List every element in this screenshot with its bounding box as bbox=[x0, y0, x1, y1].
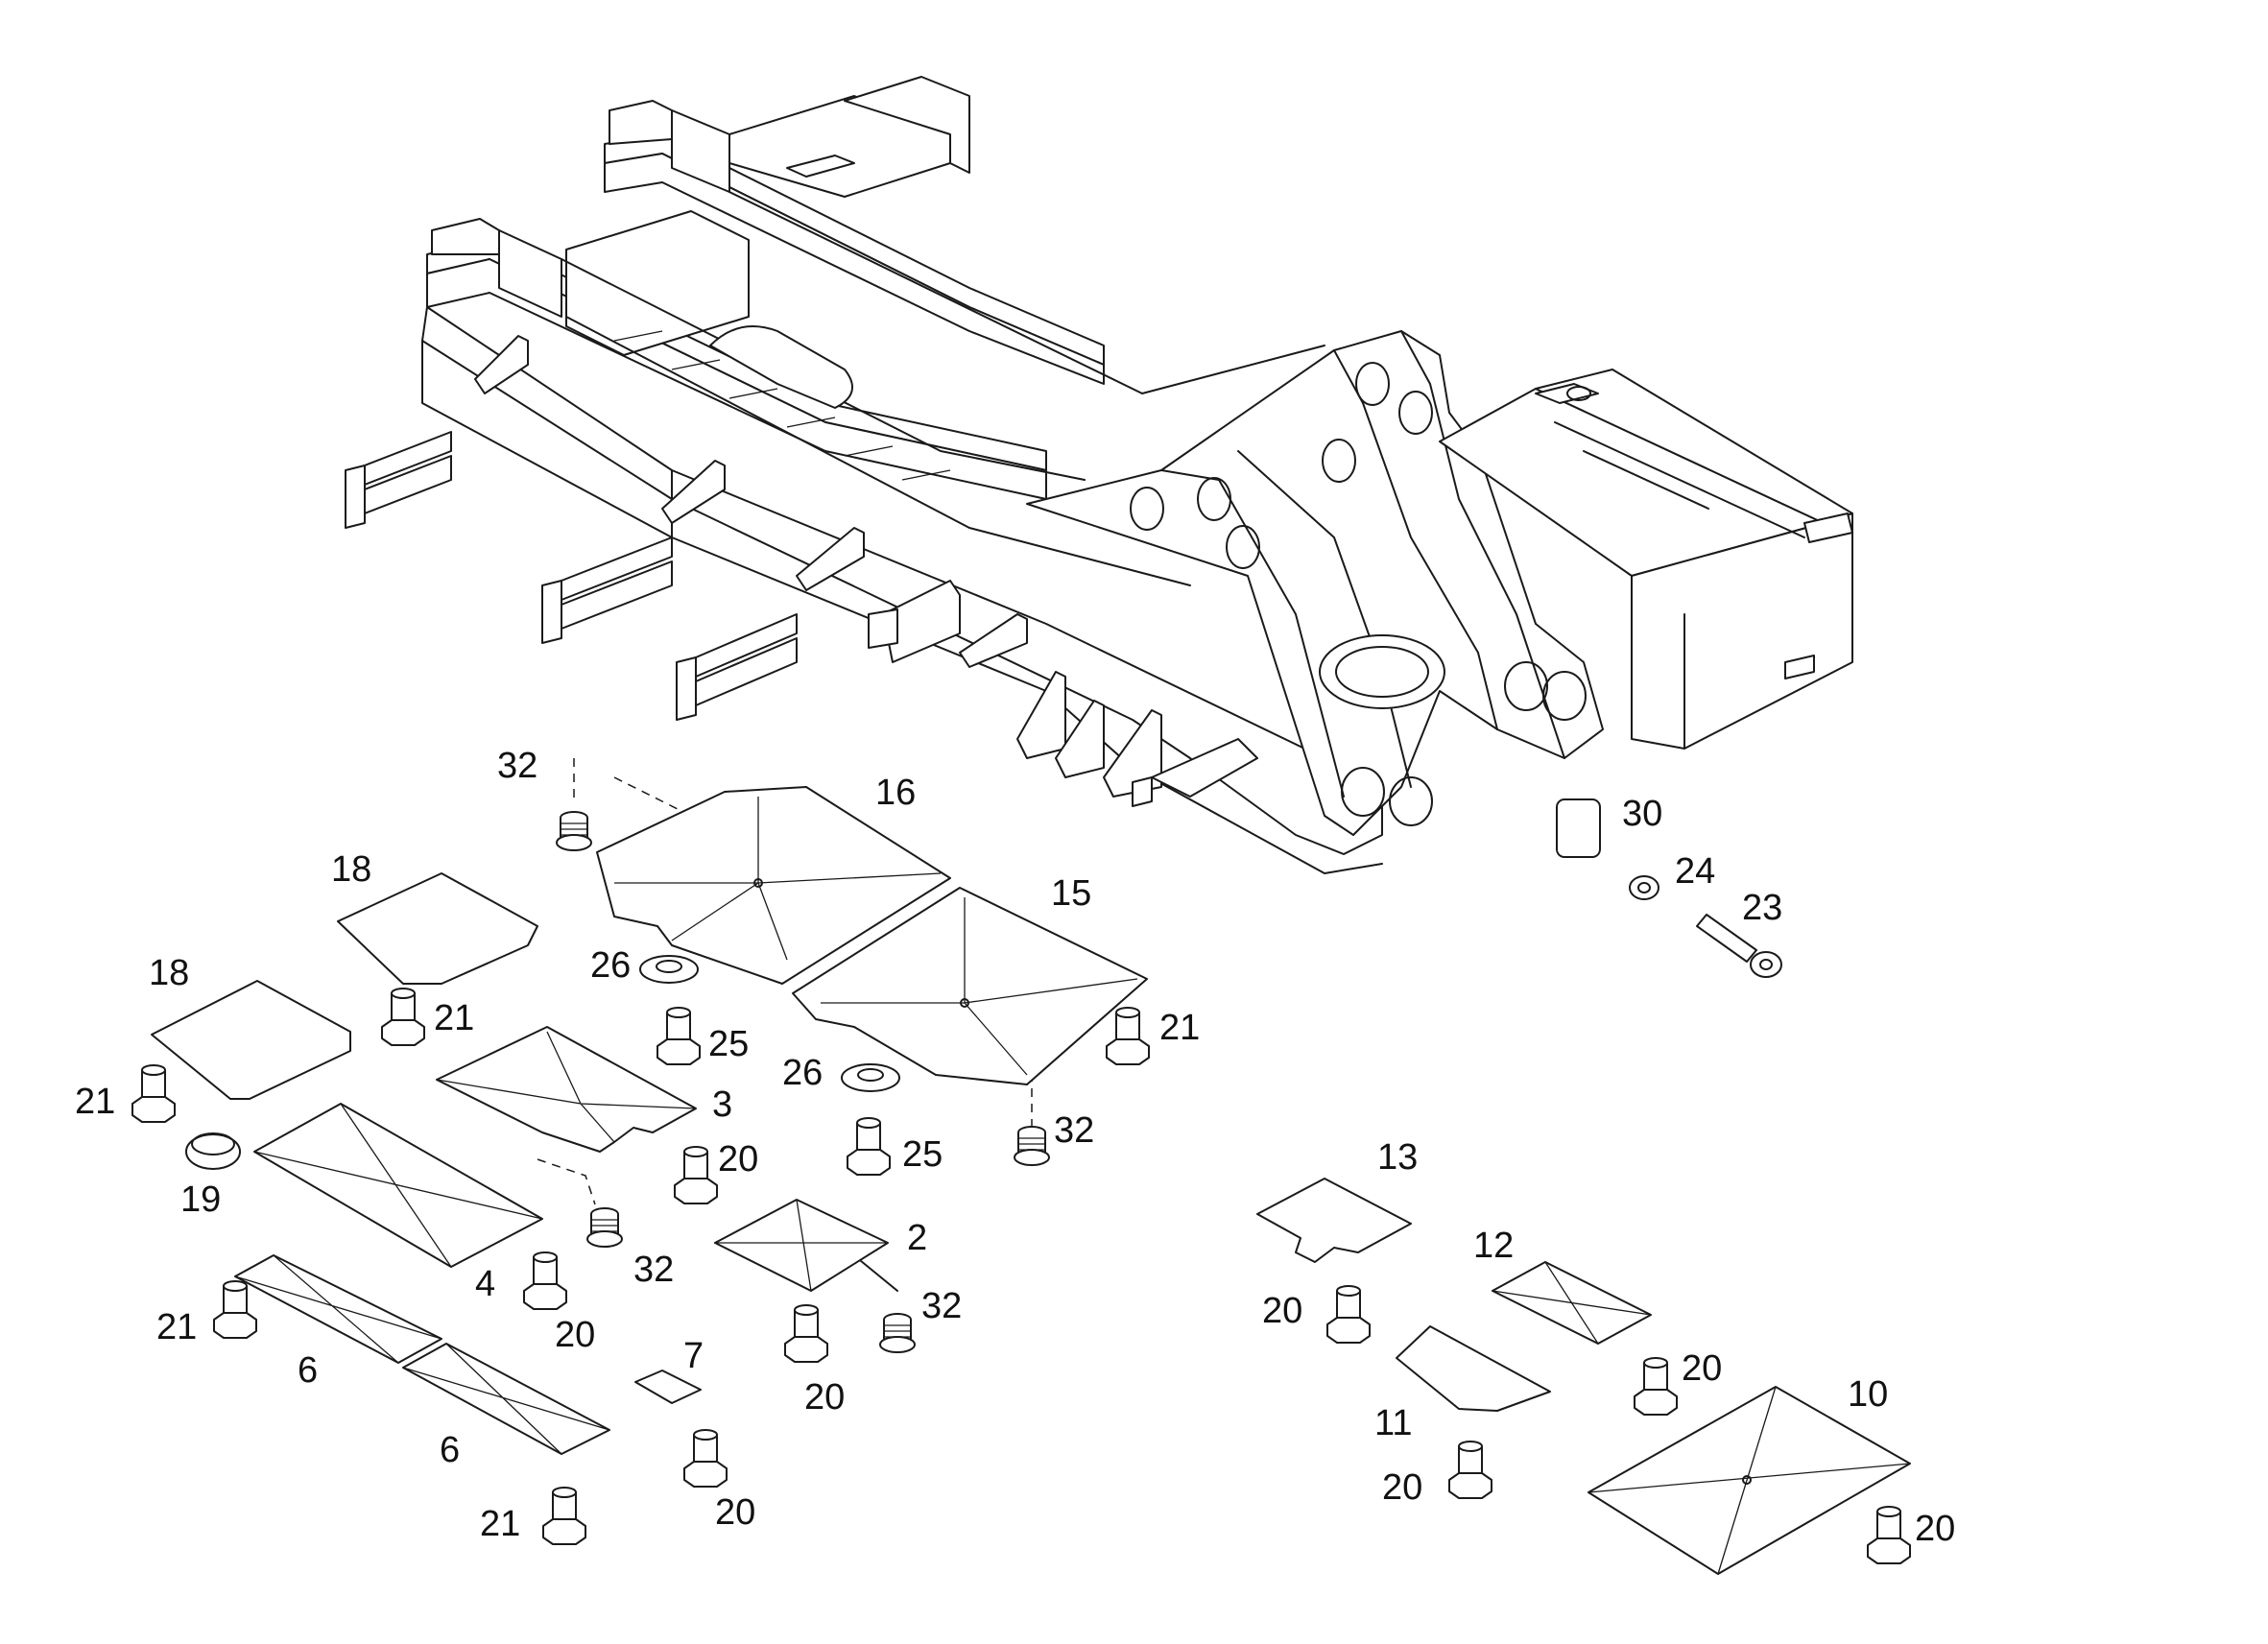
bolt-21-e bbox=[542, 1487, 586, 1545]
plug-32-a bbox=[556, 811, 592, 851]
callout-11: 11 bbox=[1374, 1403, 1412, 1443]
callout-20: 20 bbox=[1382, 1467, 1422, 1508]
cover-plate-6-upper bbox=[234, 1254, 442, 1364]
cover-plate-18-upper bbox=[337, 872, 538, 985]
plug-32-c bbox=[586, 1207, 623, 1248]
plug-32-b bbox=[1014, 1126, 1050, 1166]
cover-plate-16 bbox=[596, 786, 951, 985]
cap-19 bbox=[185, 1132, 241, 1170]
callout-7: 7 bbox=[683, 1336, 704, 1376]
bolt-20-a bbox=[674, 1146, 718, 1204]
cover-plate-10 bbox=[1588, 1386, 1911, 1575]
callout-21: 21 bbox=[156, 1307, 197, 1347]
cover-plate-13 bbox=[1256, 1178, 1412, 1263]
leader-line bbox=[537, 1158, 596, 1205]
callout-20: 20 bbox=[1262, 1291, 1302, 1331]
ring-26-upper bbox=[639, 955, 699, 984]
callout-20: 20 bbox=[718, 1139, 758, 1179]
bolt-21-d bbox=[213, 1280, 257, 1339]
cover-plate-7 bbox=[634, 1370, 702, 1404]
cover-plate-2 bbox=[714, 1199, 889, 1292]
bolt-20-d bbox=[683, 1429, 728, 1488]
plug-30 bbox=[1556, 798, 1601, 858]
callout-13: 13 bbox=[1377, 1137, 1418, 1178]
callout-4: 4 bbox=[475, 1264, 495, 1304]
callout-24: 24 bbox=[1675, 851, 1715, 892]
bolt-21-a bbox=[381, 988, 425, 1046]
bolt-20-g bbox=[1448, 1441, 1492, 1499]
callout-26: 26 bbox=[782, 1053, 823, 1093]
callout-20: 20 bbox=[1682, 1348, 1722, 1389]
cover-plate-18-lower bbox=[151, 980, 351, 1100]
bolt-20-e bbox=[1326, 1285, 1371, 1344]
callout-25: 25 bbox=[902, 1134, 943, 1175]
bolt-20-b bbox=[523, 1251, 567, 1310]
cover-plate-11 bbox=[1396, 1325, 1551, 1412]
callout-32: 32 bbox=[1054, 1110, 1094, 1151]
bolt-20-f bbox=[1634, 1357, 1678, 1416]
callout-23: 23 bbox=[1742, 888, 1782, 928]
callout-21: 21 bbox=[1159, 1008, 1200, 1048]
callout-18: 18 bbox=[331, 849, 371, 890]
screw-23 bbox=[1696, 914, 1782, 978]
ring-26-lower bbox=[841, 1063, 900, 1092]
bolt-20-c bbox=[784, 1304, 828, 1363]
callout-labels: 32 16 30 24 23 18 15 26 18 21 25 21 26 2… bbox=[75, 746, 1955, 1549]
callout-21: 21 bbox=[75, 1082, 115, 1122]
callout-32: 32 bbox=[633, 1250, 674, 1290]
callout-6: 6 bbox=[440, 1430, 460, 1470]
leader-line bbox=[573, 758, 682, 812]
callout-20: 20 bbox=[555, 1315, 595, 1355]
callout-2: 2 bbox=[907, 1218, 927, 1258]
bolt-25-a bbox=[657, 1007, 701, 1065]
callout-26: 26 bbox=[590, 945, 631, 986]
callout-21: 21 bbox=[480, 1504, 520, 1544]
cover-plate-3 bbox=[436, 1026, 697, 1153]
cover-plate-12 bbox=[1492, 1261, 1652, 1345]
callout-20: 20 bbox=[715, 1492, 755, 1533]
callout-12: 12 bbox=[1473, 1226, 1514, 1266]
bolt-21-b bbox=[131, 1064, 176, 1123]
bolt-21-c bbox=[1106, 1007, 1150, 1065]
callout-18: 18 bbox=[149, 953, 189, 993]
washer-24 bbox=[1629, 875, 1659, 900]
callout-15: 15 bbox=[1051, 873, 1091, 914]
callout-25: 25 bbox=[708, 1024, 749, 1064]
bolt-25-b bbox=[847, 1117, 891, 1176]
callout-20: 20 bbox=[804, 1377, 845, 1418]
callout-3: 3 bbox=[712, 1084, 732, 1125]
callout-10: 10 bbox=[1848, 1374, 1888, 1415]
callout-20: 20 bbox=[1915, 1509, 1955, 1549]
callout-32: 32 bbox=[921, 1286, 962, 1326]
callout-21: 21 bbox=[434, 998, 474, 1038]
callout-32: 32 bbox=[497, 746, 537, 786]
cover-plate-4 bbox=[253, 1103, 543, 1268]
callout-16: 16 bbox=[875, 773, 916, 813]
main-frame bbox=[345, 76, 1853, 874]
cover-plate-6-lower bbox=[402, 1343, 610, 1455]
cover-plate-15 bbox=[792, 887, 1148, 1085]
bolt-20-h bbox=[1867, 1506, 1911, 1564]
callout-30: 30 bbox=[1622, 794, 1662, 834]
callout-19: 19 bbox=[180, 1179, 221, 1220]
callout-6: 6 bbox=[298, 1350, 318, 1391]
plug-32-d bbox=[879, 1313, 916, 1353]
